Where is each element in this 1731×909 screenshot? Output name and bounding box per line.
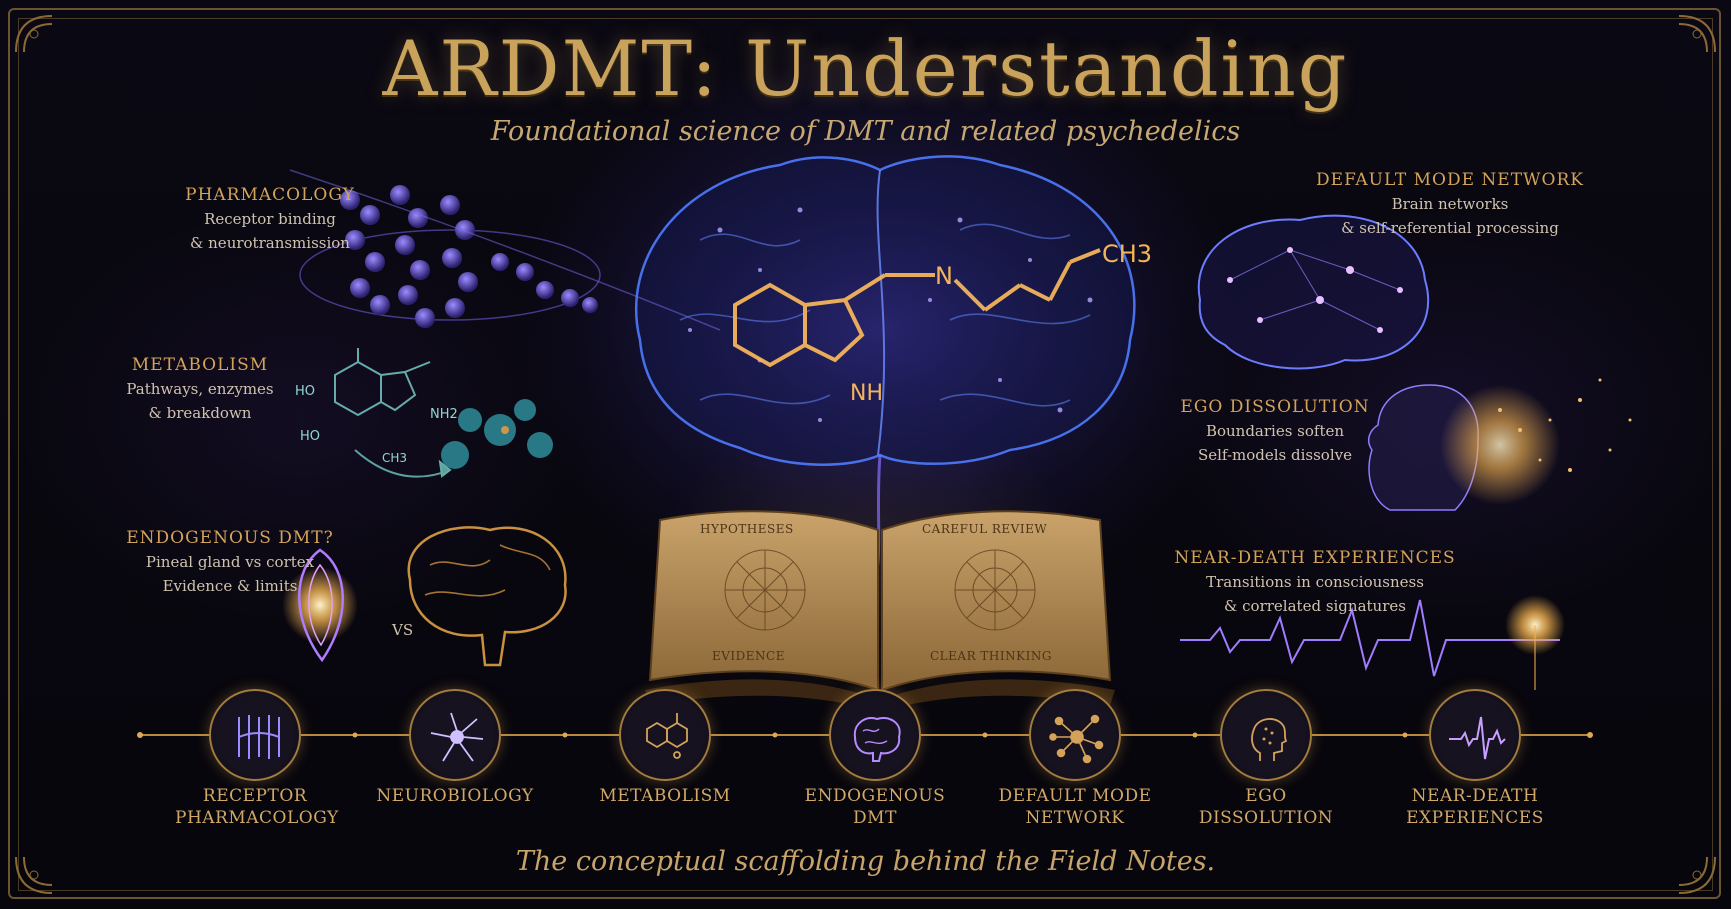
molecule-ch3-label: CH3 <box>1102 240 1152 268</box>
receptor-icon <box>238 715 280 759</box>
callout-metabolism: METABOLISM Pathways, enzymes & breakdown <box>90 355 310 423</box>
callout-line: Boundaries soften <box>1205 422 1345 440</box>
molecule-nh-label: NH <box>850 381 883 406</box>
callout-line: & breakdown <box>148 404 252 422</box>
callout-line: & correlated signatures <box>1224 597 1406 615</box>
head-icon <box>1251 718 1288 761</box>
molecule-n-label: N <box>935 262 953 290</box>
corner-ornament-icon <box>15 856 53 894</box>
callout-heading: NEAR-DEATH EXPERIENCES <box>1174 548 1456 568</box>
callout-default-mode-network: DEFAULT MODE NETWORK Brain networks & se… <box>1300 170 1600 238</box>
vs-label: VS <box>391 621 413 639</box>
timeline-node-ego-dissolution <box>1220 689 1312 781</box>
timeline-label-line: NEUROBIOLOGY <box>376 786 534 806</box>
footer-tagline: The conceptual scaffolding behind the Fi… <box>515 846 1216 877</box>
molecule-ho-label: HO <box>300 429 320 444</box>
timeline-label-line: PHARMACOLOGY <box>175 808 339 828</box>
timeline-label-metabolism: METABOLISM <box>585 785 745 807</box>
molecule-ch3-label: CH3 <box>382 451 407 465</box>
book-hypotheses-label: HYPOTHESES <box>700 522 794 536</box>
timeline-label-near-death-experiences: NEAR-DEATH EXPERIENCES <box>1395 785 1555 829</box>
callout-heading: PHARMACOLOGY <box>185 185 355 205</box>
ecg-waveform-icon <box>1180 595 1565 690</box>
dmn-brain-icon <box>1197 214 1430 370</box>
timeline-label-line: ENDOGENOUS <box>804 786 946 806</box>
waveform-icon <box>1449 716 1506 760</box>
callout-line: Self-models dissolve <box>1197 446 1352 464</box>
timeline-label-endogenous-dmt: ENDOGENOUS DMT <box>795 785 955 829</box>
book-clear-thinking-label: CLEAR THINKING <box>930 649 1052 663</box>
corner-ornament-icon <box>15 15 53 53</box>
timeline-node-default-mode-network <box>1029 689 1121 781</box>
callout-line: Brain networks <box>1391 195 1509 213</box>
network-icon <box>1049 714 1104 764</box>
callout-heading: ENDOGENOUS DMT? <box>126 528 334 548</box>
timeline-label-ego-dissolution: EGO DISSOLUTION <box>1186 785 1346 829</box>
brain-icon <box>853 717 901 762</box>
timeline-label-line: EXPERIENCES <box>1406 808 1544 828</box>
timeline-label-line: DISSOLUTION <box>1198 808 1334 828</box>
callout-line: Receptor binding <box>204 210 336 228</box>
timeline-label-default-mode-network: DEFAULT MODE NETWORK <box>995 785 1155 829</box>
callout-heading: EGO DISSOLUTION <box>1180 397 1370 417</box>
side-brain-icon <box>407 526 567 667</box>
timeline-node-endogenous-dmt <box>829 689 921 781</box>
callout-heading: DEFAULT MODE NETWORK <box>1316 170 1584 190</box>
timeline-label-line: METABOLISM <box>599 786 731 806</box>
open-book-icon: HYPOTHESES CAREFUL REVIEW EVIDENCE CLEAR… <box>645 510 1115 712</box>
callout-line: Pathways, enzymes <box>126 380 274 398</box>
callout-endogenous-dmt: ENDOGENOUS DMT? Pineal gland vs cortex E… <box>100 528 360 596</box>
timeline-label-line: NEAR-DEATH <box>1411 786 1539 806</box>
timeline-label-neurobiology: NEUROBIOLOGY <box>375 785 535 807</box>
callout-line: Transitions in consciousness <box>1206 573 1424 591</box>
callout-ego-dissolution: EGO DISSOLUTION Boundaries soften Self-m… <box>1165 397 1385 465</box>
page-subtitle: Foundational science of DMT and related … <box>490 116 1241 147</box>
timeline-node-metabolism <box>619 689 711 781</box>
enzyme-cluster-icon <box>441 399 553 469</box>
callout-heading: METABOLISM <box>131 355 269 375</box>
metabolism-molecule-icon <box>334 348 452 478</box>
timeline-label-line: RECEPTOR <box>202 786 308 806</box>
neuron-icon <box>430 712 484 762</box>
dmt-molecule-icon <box>733 248 1101 368</box>
callout-pharmacology: PHARMACOLOGY Receptor binding & neurotra… <box>140 185 400 253</box>
corner-ornament-icon <box>1678 15 1716 53</box>
timeline-node-neurobiology <box>409 689 501 781</box>
central-brain-icon <box>590 140 1170 601</box>
timeline-label-line: EGO <box>1245 786 1287 806</box>
outer-frame <box>8 8 1721 899</box>
callout-line: Pineal gland vs cortex <box>145 553 315 571</box>
book-evidence-label: EVIDENCE <box>712 649 785 663</box>
callout-near-death-experiences: NEAR-DEATH EXPERIENCES Transitions in co… <box>1165 548 1465 616</box>
timeline-node-near-death-experiences <box>1429 689 1521 781</box>
molecule-ho-label: HO <box>295 384 315 399</box>
page-title: ARDMT: Understanding <box>382 24 1349 113</box>
corner-ornament-icon <box>1678 856 1716 894</box>
timeline-label-receptor-pharmacology: RECEPTOR PHARMACOLOGY <box>175 785 339 829</box>
callout-line: & neurotransmission <box>190 234 350 252</box>
inner-frame <box>18 18 1713 891</box>
callout-line: & self-referential processing <box>1341 219 1559 237</box>
receptor-protein-icon <box>289 169 721 331</box>
molecule-nh2-label: NH2 <box>430 407 458 422</box>
timeline-label-line: DEFAULT MODE <box>998 786 1152 806</box>
timeline-node-receptor <box>209 689 301 781</box>
book-careful-review-label: CAREFUL REVIEW <box>922 522 1047 536</box>
timeline-label-line: DMT <box>853 808 897 828</box>
molecule-icon <box>646 713 688 759</box>
callout-line: Evidence & limits <box>162 577 298 595</box>
timeline-label-line: NETWORK <box>1025 808 1125 828</box>
dissolving-head-icon <box>1367 378 1632 511</box>
pineal-gland-icon <box>282 548 358 663</box>
